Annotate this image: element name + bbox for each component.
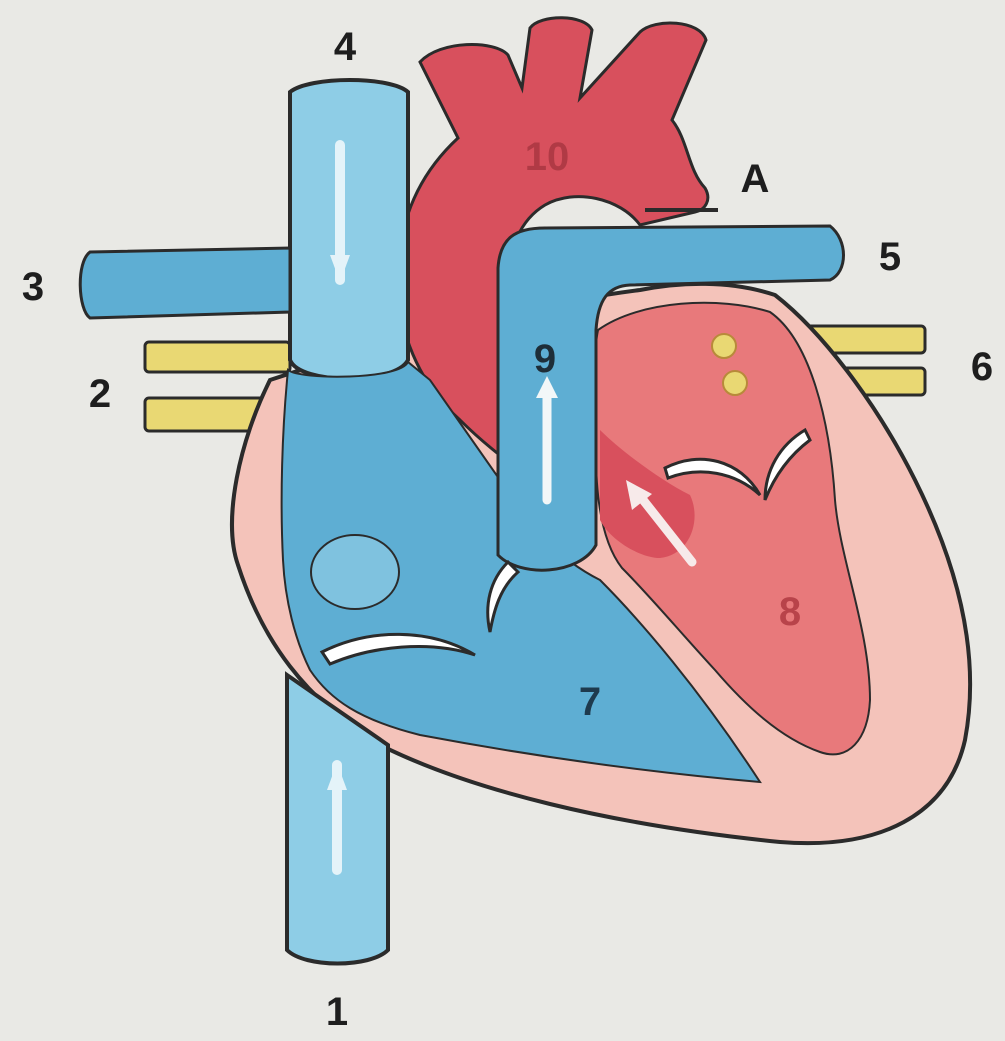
label-3: 3 [22, 265, 44, 309]
label-10: 10 [525, 135, 570, 179]
label-2: 2 [89, 372, 111, 416]
superior-vena-cava [290, 80, 408, 379]
label-9: 9 [534, 337, 556, 381]
label-8: 8 [779, 590, 801, 634]
pulmonary-vein-opening-1 [712, 334, 736, 358]
label-7: 7 [579, 680, 601, 724]
label-5: 5 [879, 235, 901, 279]
fossa-ovalis [311, 535, 399, 609]
label-4: 4 [334, 25, 357, 69]
vessel-3 [80, 248, 290, 318]
label-6: 6 [971, 345, 993, 389]
pulmonary-vein-opening-2 [723, 371, 747, 395]
label-a: A [741, 157, 770, 201]
label-1: 1 [326, 990, 348, 1034]
